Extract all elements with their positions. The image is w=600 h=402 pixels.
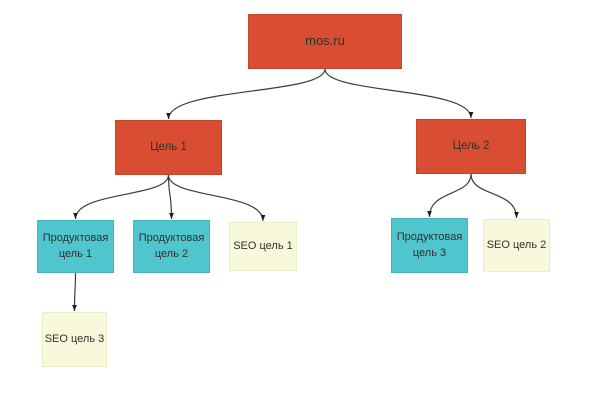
diagram-node-prod1: Продуктовая цель 1 <box>37 220 114 273</box>
diagram-node-seo2: SEO цель 2 <box>483 219 550 272</box>
edge-goal1-prod1 <box>73 174 170 220</box>
node-label: Цель 2 <box>452 140 490 153</box>
diagram-node-seo1: SEO цель 1 <box>229 222 297 271</box>
node-label: mos.ru <box>305 33 345 49</box>
edge-goal1-seo1 <box>167 174 266 222</box>
node-label: SEO цель 1 <box>233 239 293 252</box>
node-label: SEO цель 3 <box>44 332 105 345</box>
edge-prod1-seo3 <box>72 272 77 312</box>
edge-mos-goal2 <box>324 68 474 119</box>
node-label: Продуктовая цель 3 <box>396 230 463 259</box>
edge-goal1-prod2 <box>167 174 174 220</box>
node-label: Цель 1 <box>150 141 187 154</box>
diagram-node-prod3: Продуктовая цель 3 <box>391 218 468 273</box>
diagram-node-goal1: Цель 1 <box>115 120 222 175</box>
node-label: Продуктовая цель 2 <box>138 231 205 260</box>
edge-goal2-seo2 <box>470 173 519 219</box>
node-label: Продуктовая цель 1 <box>42 231 109 260</box>
edge-mos-goal1 <box>166 68 326 120</box>
diagram-node-seo3: SEO цель 3 <box>42 312 107 367</box>
edge-goal2-prod3 <box>427 173 472 218</box>
diagram-node-prod2: Продуктовая цель 2 <box>133 220 210 273</box>
node-label: SEO цель 2 <box>486 238 547 251</box>
diagram-node-goal2: Цель 2 <box>416 119 526 174</box>
diagram-node-mos: mos.ru <box>248 14 402 69</box>
